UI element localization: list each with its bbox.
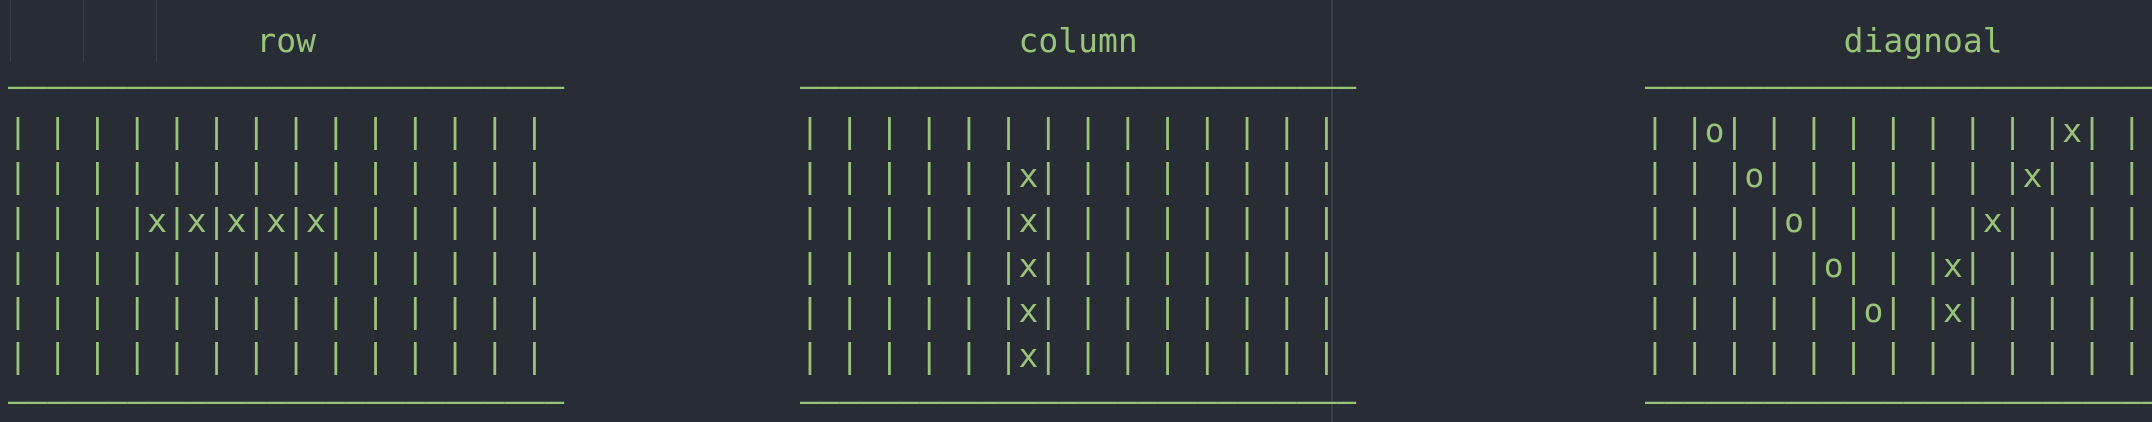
board-line: | | | | | |x| | | | | | | |: [800, 246, 1337, 285]
board-line: | | | |o| | | | |x| | | |: [1645, 201, 2142, 240]
indent-guide: [10, 0, 11, 62]
bottom-rule: ————————————————————————————: [1645, 381, 2152, 420]
indent-guide: [83, 0, 84, 62]
board-line: | | | | | | | | | | | | | |: [8, 156, 545, 195]
panel-title: diagnoal: [1843, 21, 2003, 60]
board-line: | | | | | |x| | | | | | | |: [800, 201, 1337, 240]
board: | | | | | | | | | | | | | | | | | | | | …: [8, 108, 564, 378]
board-line: | | | | | | | | | | | | | |: [8, 111, 545, 150]
top-rule: ————————————————————————————: [8, 66, 565, 105]
board-line: | | | | | | | | | | | | | |: [8, 291, 545, 330]
board-line: | | | | | |o| |x| | | | | |: [1645, 291, 2152, 330]
indent-guide: [156, 0, 157, 62]
panel-title: column: [1018, 21, 1138, 60]
board-line: | | |o| | | | | | |x| | |: [1645, 156, 2142, 195]
column-panel: column ———————————————————————————— | | …: [800, 18, 1356, 422]
board: | | | | | | | | | | | | | | | | | | | |x…: [800, 108, 1356, 378]
board-line: | | | | | | | | | | | | | |: [800, 111, 1337, 150]
board: | |o| | | | | | | | |x| | | | |o| | | | …: [1645, 108, 2152, 378]
board-line: | | | | | |x| | | | | | | |: [800, 336, 1337, 375]
top-rule: ————————————————————————————: [800, 66, 1357, 105]
board-line: | | | |x|x|x|x|x| | | | | |: [8, 201, 545, 240]
bottom-rule: ————————————————————————————: [800, 381, 1357, 420]
row-panel: row ———————————————————————————— | | | |…: [8, 18, 564, 422]
panel-title: row: [256, 21, 316, 60]
board-line: | | | | | |x| | | | | | | |: [800, 156, 1337, 195]
board-line: | | | | |o| | |x| | | | |: [1645, 246, 2142, 285]
board-line: | | | | | | | | | | | | | |: [8, 336, 545, 375]
pane-divider[interactable]: [1331, 0, 1333, 422]
diagonal-panel: diagnoal ———————————————————————————— | …: [1645, 18, 2152, 422]
board-line: | |o| | | | | | | | |x| |: [1645, 111, 2142, 150]
board-line: | | | | | | | | | | | | | |: [1645, 336, 2152, 375]
top-rule: ————————————————————————————: [1645, 66, 2152, 105]
bottom-rule: ————————————————————————————: [8, 381, 565, 420]
board-line: | | | | | |x| | | | | | | |: [800, 291, 1337, 330]
board-line: | | | | | | | | | | | | | |: [8, 246, 545, 285]
